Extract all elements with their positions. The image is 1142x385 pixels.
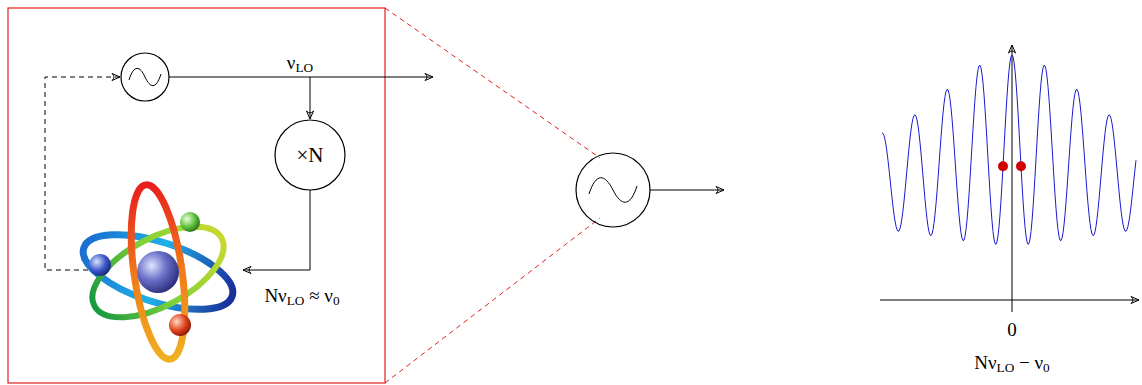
feedback-wire [45, 77, 120, 270]
output-wire [650, 190, 724, 191]
signal-label: NνLO ≈ ν0 [264, 286, 339, 309]
oscillator-symbol [121, 53, 169, 101]
zoom-line [385, 218, 600, 383]
ramsey-fringes [882, 55, 1136, 244]
output-wire [169, 77, 433, 78]
oscillator-wave [129, 68, 161, 85]
zoom-line [385, 8, 600, 158]
probe-point [1016, 161, 1026, 171]
wire [310, 77, 311, 119]
y-axis [1012, 45, 1013, 312]
probe-point [998, 161, 1008, 171]
axis-label: NνLO − ν0 [974, 353, 1050, 376]
axis-label: 0 [1007, 320, 1017, 341]
oscillator-wave [589, 178, 637, 203]
multiplier-circle: ×N [274, 119, 346, 191]
wire [243, 190, 310, 270]
zoom-box [8, 8, 385, 383]
node-text: ×N [296, 143, 323, 168]
x-axis [880, 300, 1139, 301]
oscillator-symbol [576, 153, 650, 227]
signal-label: νLO [287, 53, 313, 76]
atom-illustration [75, 182, 242, 363]
